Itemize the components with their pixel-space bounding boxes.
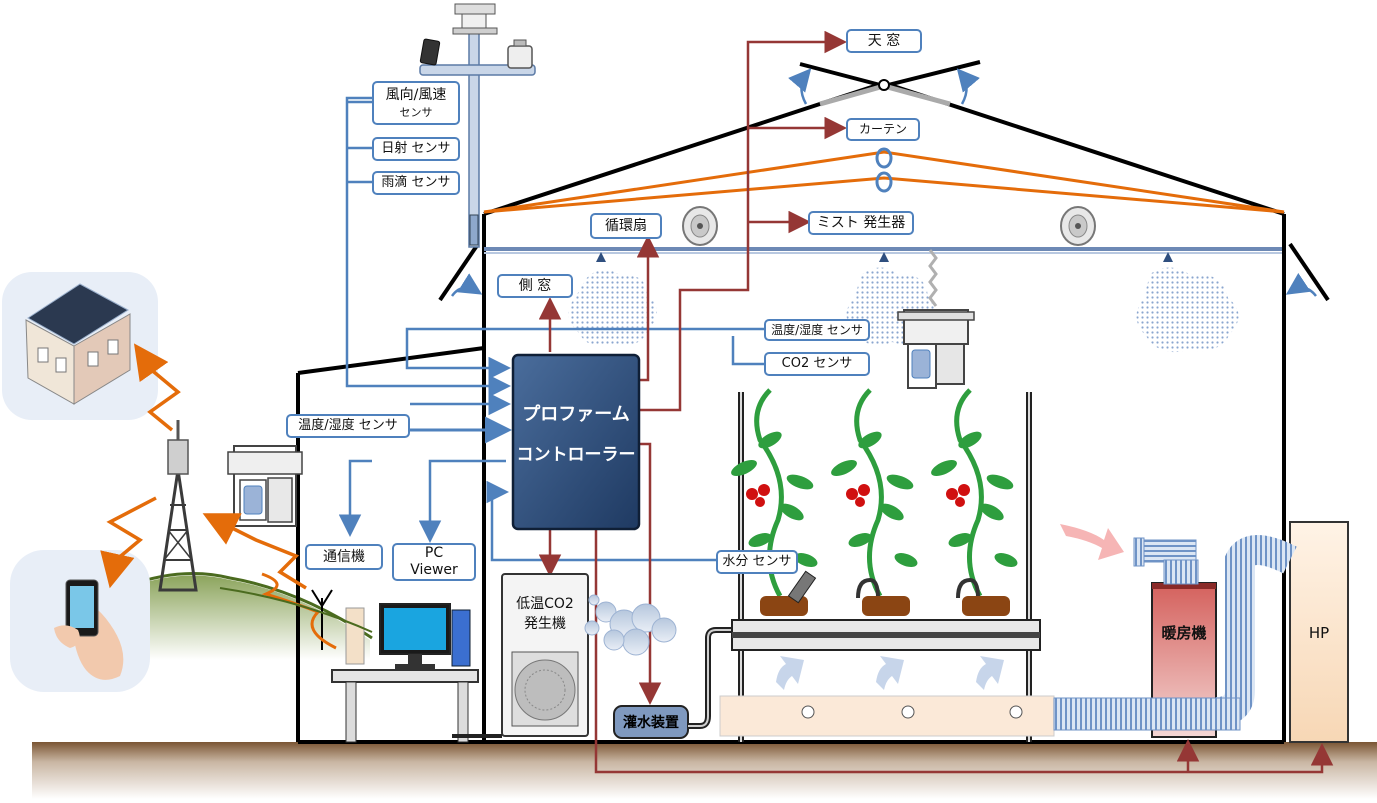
curtain-lines (483, 147, 1285, 214)
co2-generator (501, 573, 589, 737)
house-solar-icon (2, 272, 158, 420)
sensor-signal-lines (338, 96, 764, 562)
pc-monitor-icon (311, 589, 479, 743)
controller-label-line2: コントローラー (517, 445, 636, 465)
heater-label: 暖房機 (1161, 624, 1206, 642)
hill (100, 575, 370, 660)
roof-window-label: 天 窓 (846, 29, 922, 53)
co2-cloud (584, 594, 677, 656)
wind-sensor-line2: センサ (399, 106, 433, 119)
fan-label: 循環扇 (590, 213, 662, 239)
controller-label-line1: プロファーム (522, 403, 629, 425)
co2-generator-label-1: 低温CO2 (516, 596, 574, 612)
controller-box (511, 353, 641, 531)
mist-label: ミスト 発生器 (808, 211, 914, 235)
rain-sensor-label: 雨滴 センサ (372, 171, 460, 195)
wind-sensor-line1: 風向/風速 (385, 87, 447, 103)
tomato-plant-icon (831, 388, 918, 616)
control-signal-lines (538, 30, 1334, 774)
curtain-label: カーテン (846, 118, 920, 141)
inside-sensor-box (897, 249, 975, 389)
weather-station-icon (419, 3, 536, 248)
moisture-sensor-label: 水分 センサ (716, 550, 798, 574)
pc-viewer-label: PC Viewer (392, 543, 476, 581)
wind-sensor-label: 風向/風速 センサ (372, 81, 460, 125)
greenhouse-structure (438, 60, 1330, 742)
irrigation-unit (613, 705, 689, 739)
solar-sensor-label: 日射 センサ (372, 137, 460, 161)
pc-viewer-line2: Viewer (410, 562, 458, 578)
comm-device-label: 通信機 (305, 544, 383, 570)
co2-sensor-label: CO2 センサ (764, 352, 870, 376)
temp-humidity-inside-label: 温度/湿度 センサ (764, 319, 870, 341)
co2-generator-label-2: 発生機 (524, 616, 566, 632)
circulation-fan-icon (1060, 206, 1096, 246)
moisture-probe (787, 570, 817, 604)
tomato-plant-icon (931, 388, 1018, 616)
irrigation-label: 灌水装置 (623, 714, 679, 731)
radio-tower-icon (158, 420, 198, 592)
smartphone-icon (10, 550, 150, 692)
ground (32, 742, 1377, 799)
hp-label: HP (1309, 624, 1329, 642)
wireless-signals (100, 343, 307, 590)
temp-humidity-outside-label: 温度/湿度 センサ (286, 414, 410, 438)
floor-duct (1053, 697, 1241, 731)
outside-sensor-box (227, 445, 303, 527)
side-window-label: 側 窓 (497, 274, 573, 298)
airflow-arrows (776, 656, 1004, 690)
circulation-fan-icon (682, 206, 718, 246)
pc-viewer-line1: PC (424, 545, 444, 561)
